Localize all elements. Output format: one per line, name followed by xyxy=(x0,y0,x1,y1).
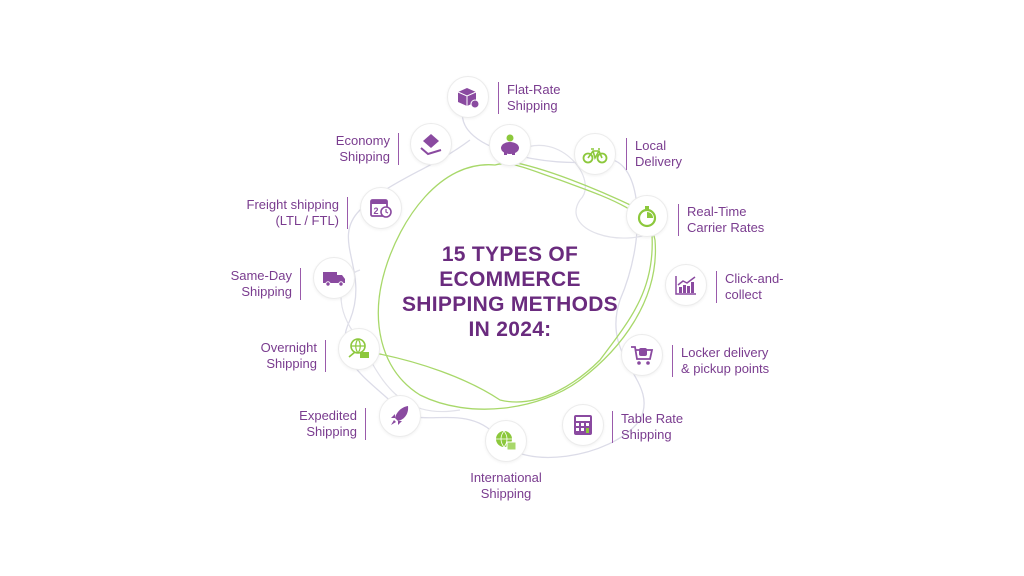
label-line: Carrier Rates xyxy=(687,220,765,235)
economy-shipping-node xyxy=(410,123,452,165)
label-line: Local xyxy=(635,138,667,153)
local-delivery-label: Local Delivery xyxy=(626,138,682,170)
rocket-icon xyxy=(391,406,409,425)
label-line: Shipping xyxy=(480,486,532,501)
label-line: Shipping xyxy=(306,424,357,439)
label-line: Delivery xyxy=(635,154,682,169)
international-shipping-label: International Shipping xyxy=(446,470,566,502)
chart-growth-icon xyxy=(675,276,696,295)
green-connector-1 xyxy=(499,159,646,213)
local-delivery-node xyxy=(574,133,616,175)
label-line: Economy xyxy=(335,133,390,148)
label-line: Overnight xyxy=(260,340,317,355)
piggy-bank-icon xyxy=(501,134,519,155)
same-day-shipping-label: Same-Day Shipping xyxy=(231,268,301,300)
overnight-shipping-label: Overnight Shipping xyxy=(261,340,326,372)
green-blob xyxy=(377,163,657,410)
title-line-1: 15 TYPES OF xyxy=(441,243,579,266)
piggy-bank-node xyxy=(489,124,531,166)
stopwatch-icon xyxy=(637,206,657,228)
label-line: Expedited xyxy=(299,408,357,423)
label-line: & pickup points xyxy=(681,361,770,376)
label-line: International xyxy=(470,470,542,485)
title-line-4: IN 2024: xyxy=(468,318,552,341)
locker-delivery-label: Locker delivery & pickup points xyxy=(672,345,769,377)
label-line: (LTL / FTL) xyxy=(275,213,339,228)
label-line: Shipping xyxy=(507,98,558,113)
label-line: collect xyxy=(725,287,762,302)
title-line-3: SHIPPING METHODS xyxy=(402,293,618,316)
label-line: Shipping xyxy=(621,427,672,442)
overnight-shipping-node xyxy=(338,328,380,370)
svg-text:2: 2 xyxy=(374,206,379,216)
table-rate-shipping-node xyxy=(562,404,604,446)
label-line: Table Rate xyxy=(621,411,684,426)
label-line: Locker delivery xyxy=(681,345,769,360)
money-hand-icon xyxy=(420,134,442,156)
label-line: Freight shipping xyxy=(246,197,340,212)
click-and-collect-node xyxy=(665,264,707,306)
real-time-carrier-rates-label: Real-Time Carrier Rates xyxy=(678,204,764,236)
label-line: Shipping xyxy=(266,356,317,371)
gray-loop-2 xyxy=(519,144,661,239)
label-line: Shipping xyxy=(339,149,390,164)
click-and-collect-label: Click-and- collect xyxy=(716,271,784,303)
globe-box-icon xyxy=(496,430,517,451)
same-day-shipping-node xyxy=(313,257,355,299)
title-line-2: ECOMMERCE xyxy=(439,268,581,291)
bicycle-icon xyxy=(582,148,608,164)
label-line: Real-Time xyxy=(687,204,747,219)
shopping-cart-icon xyxy=(631,346,654,365)
calculator-icon xyxy=(574,415,592,435)
locker-delivery-node xyxy=(621,334,663,376)
label-line: Same-Day xyxy=(230,268,292,283)
freight-shipping-node: 2 xyxy=(360,187,402,229)
green-connector-2 xyxy=(357,234,653,403)
label-line: Click-and- xyxy=(725,271,784,286)
flat-rate-shipping-node xyxy=(447,76,489,118)
economy-shipping-label: Economy Shipping xyxy=(336,133,399,165)
truck-icon xyxy=(323,272,345,287)
expedited-shipping-label: Expedited Shipping xyxy=(299,408,366,440)
globe-truck-icon xyxy=(348,338,369,358)
page-title: 15 TYPES OF ECOMMERCE SHIPPING METHODS I… xyxy=(380,242,640,342)
international-shipping-node xyxy=(485,420,527,462)
label-line: Shipping xyxy=(241,284,292,299)
flat-rate-shipping-label: Flat-Rate Shipping xyxy=(498,82,560,114)
table-rate-shipping-label: Table Rate Shipping xyxy=(612,411,683,443)
label-line: Flat-Rate xyxy=(507,82,561,97)
real-time-carrier-rates-node xyxy=(626,195,668,237)
calendar-clock-icon: 2 xyxy=(370,199,392,218)
expedited-shipping-node xyxy=(379,395,421,437)
freight-shipping-label: Freight shipping (LTL / FTL) xyxy=(246,197,348,229)
box-coin-icon xyxy=(457,88,480,109)
